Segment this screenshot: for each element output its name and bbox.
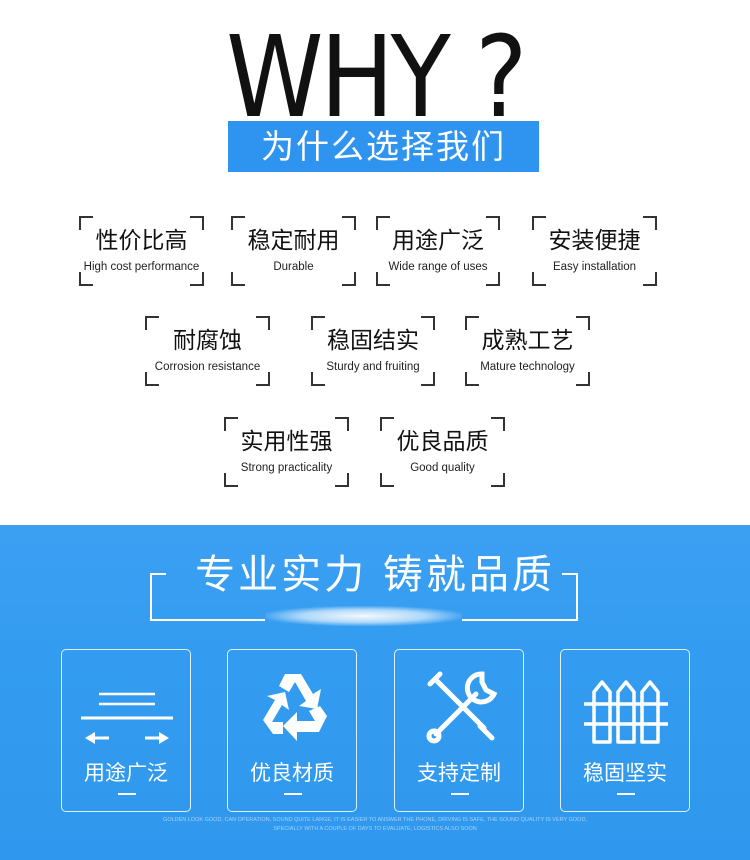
feature-title: 稳定耐用 bbox=[247, 228, 340, 254]
subtitle-banner: 为什么选择我们 bbox=[228, 121, 539, 172]
feature-mature-tech: 成熟工艺 Mature technology bbox=[465, 316, 590, 386]
feature-title: 实用性强 bbox=[240, 429, 333, 455]
wide-use-arrows-icon bbox=[81, 692, 173, 744]
slogan-bracket-left-bottom bbox=[150, 619, 265, 621]
slogan-bracket-left bbox=[150, 573, 152, 619]
feature-title: 用途广泛 bbox=[392, 228, 484, 254]
tools-icon bbox=[426, 671, 498, 744]
feature-subtitle: Durable bbox=[273, 261, 314, 273]
card-label: 支持定制 bbox=[417, 761, 501, 785]
card-wide-use: 用途广泛 bbox=[61, 649, 191, 812]
feature-title: 性价比高 bbox=[95, 228, 188, 254]
card-label: 用途广泛 bbox=[84, 761, 168, 785]
card-label: 稳固坚实 bbox=[583, 761, 667, 785]
strength-banner bbox=[0, 525, 750, 860]
banner-slogan: 专业实力 铸就品质 bbox=[195, 552, 555, 598]
feature-title: 安装便捷 bbox=[548, 228, 641, 254]
slogan-bracket-left-top bbox=[150, 573, 166, 575]
slogan-glow bbox=[265, 606, 462, 626]
feature-sturdy: 稳固结实 Sturdy and fruiting bbox=[311, 316, 435, 386]
card-label: 优良材质 bbox=[250, 761, 334, 785]
feature-good-quality: 优良品质 Good quality bbox=[380, 417, 505, 487]
feature-practicality: 实用性强 Strong practicality bbox=[224, 417, 349, 487]
feature-title: 优良品质 bbox=[396, 429, 489, 455]
feature-corrosion: 耐腐蚀 Corrosion resistance bbox=[145, 316, 270, 386]
feature-easy-install: 安装便捷 Easy installation bbox=[532, 216, 657, 286]
card-sturdy: 稳固坚实 bbox=[560, 649, 690, 812]
feature-title: 成熟工艺 bbox=[481, 328, 574, 354]
slogan-bracket-right-top bbox=[562, 573, 578, 575]
feature-wide-use: 用途广泛 Wide range of uses bbox=[376, 216, 500, 286]
card-dash bbox=[118, 793, 136, 795]
feature-subtitle: Sturdy and fruiting bbox=[326, 361, 420, 373]
card-good-material: 优良材质 bbox=[227, 649, 357, 812]
fence-icon bbox=[584, 680, 668, 744]
slogan-bracket-right bbox=[576, 573, 578, 619]
card-dash bbox=[617, 793, 635, 795]
feature-durable: 稳定耐用 Durable bbox=[231, 216, 356, 286]
card-dash bbox=[284, 793, 302, 795]
recycle-icon bbox=[263, 674, 327, 741]
feature-subtitle: Easy installation bbox=[552, 261, 637, 273]
why-section: WHY ? 为什么选择我们 性价比高 High cost performance… bbox=[79, 13, 657, 487]
feature-subtitle: High cost performance bbox=[83, 261, 200, 273]
feature-title: 耐腐蚀 bbox=[173, 328, 242, 354]
feature-subtitle: Mature technology bbox=[480, 361, 575, 373]
card-customization: 支持定制 bbox=[394, 649, 524, 812]
card-dash bbox=[451, 793, 469, 795]
feature-subtitle: Wide range of uses bbox=[388, 261, 488, 273]
page-title: WHY ? bbox=[226, 13, 527, 143]
slogan-bracket-right-bottom bbox=[462, 619, 578, 621]
feature-title: 稳固结实 bbox=[327, 328, 419, 354]
feature-subtitle: Corrosion resistance bbox=[154, 361, 261, 373]
feature-subtitle: Strong practicality bbox=[240, 462, 333, 474]
footnote-line-1: GOLDEN LOOK GOOD, CAN OPERATION, SOUND Q… bbox=[163, 817, 587, 823]
feature-cost-performance: 性价比高 High cost performance bbox=[79, 216, 204, 286]
footnote-line-2: SPECIALLY WITH A COUPLE OF DAYS TO EVALU… bbox=[273, 826, 477, 832]
feature-subtitle: Good quality bbox=[410, 462, 475, 474]
